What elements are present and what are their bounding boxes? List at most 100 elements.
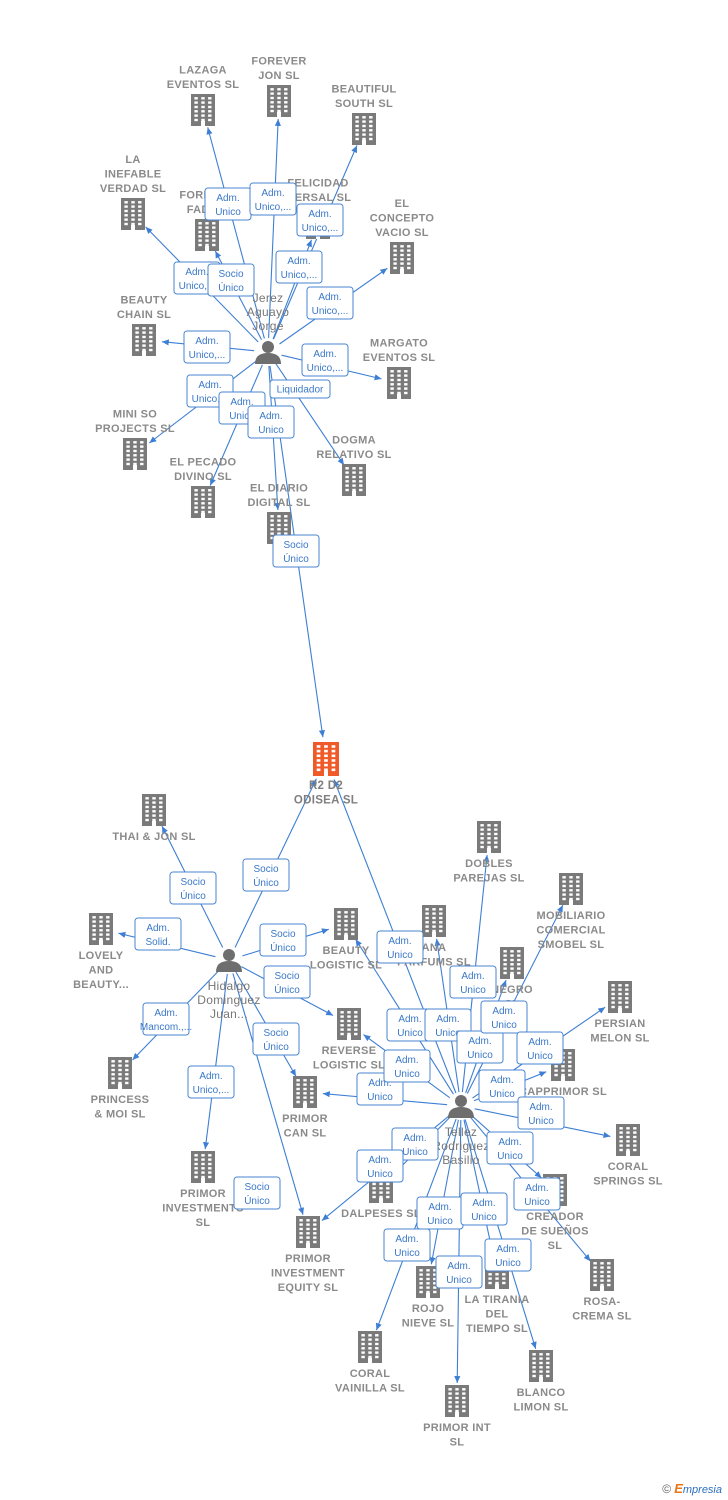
edge-jerez-to-beautiful_south xyxy=(272,145,358,340)
relation-label-text: Adm. xyxy=(436,1014,459,1025)
node-label-mobiliario: COMERCIAL xyxy=(536,925,605,937)
company-node-thai[interactable]: THAI & JON SL xyxy=(112,794,195,843)
relation-label-text: Unico,... xyxy=(193,1085,230,1096)
relation-label-text: Unico,... xyxy=(255,202,292,213)
relation-label-jerez-dogma[interactable]: Liquidador xyxy=(269,379,331,399)
company-node-lovely[interactable]: LOVELYANDBEAUTY... xyxy=(73,913,129,991)
node-label-primor_inv: PRIMOR xyxy=(180,1188,226,1200)
relation-label-jerez-felicidad[interactable]: Adm.Unico,... xyxy=(275,250,323,284)
relation-label-text: Adm. xyxy=(185,267,208,278)
relation-label-tellez-tirania[interactable]: Adm.Unico xyxy=(460,1192,508,1226)
node-label-concepto: VACIO SL xyxy=(375,227,429,239)
relation-label-tellez-rojo[interactable]: Adm.Unico xyxy=(416,1196,464,1230)
relation-label-jerez-concepto[interactable]: Adm.Unico,... xyxy=(306,286,354,320)
relation-label-tellez-rosa[interactable]: Adm.Unico xyxy=(513,1177,561,1211)
relation-label-text: Único xyxy=(283,552,309,565)
relation-label-tellez-dalpeses[interactable]: Adm.Unico xyxy=(391,1127,439,1161)
company-node-mobiliario[interactable]: MOBILIARIO COMERCIAL SMOBEL SL xyxy=(536,873,605,951)
relation-label-text: Unico xyxy=(528,1116,554,1127)
node-label-margato: MARGATO xyxy=(370,338,428,350)
relation-label-jerez-beauty_chain[interactable]: Adm.Unico,... xyxy=(183,330,231,364)
relation-label-jerez-beautiful_south[interactable]: Adm.Unico,... xyxy=(296,203,344,237)
node-label-mobiliario: SMOBEL SL xyxy=(538,939,605,951)
edge-tellez-to-blanco xyxy=(464,1119,537,1349)
node-label-hidalgo: Hidalgo xyxy=(208,979,251,993)
person-node-hidalgo[interactable]: HidalgoDominguezJuan... xyxy=(197,949,260,1021)
relation-label-hidalgo-princess[interactable]: Adm.Mancom.,... xyxy=(140,1002,192,1036)
building-icon xyxy=(267,85,291,117)
relation-label-tellez-capprimor[interactable]: Adm.Unico xyxy=(478,1069,526,1103)
node-label-forever_jon: FOREVER xyxy=(251,56,306,68)
node-label-tellez: Basilio xyxy=(442,1153,479,1167)
company-node-rosa[interactable]: ROSA-CREMA SL xyxy=(572,1259,631,1323)
relation-label-hidalgo-lovely[interactable]: Adm.Solid. xyxy=(134,917,182,951)
relation-label-tellez-primor_int[interactable]: Adm.Unico xyxy=(435,1255,483,1289)
relation-label-tellez-beauty_logistic[interactable]: Adm.Unico xyxy=(386,1008,434,1042)
relation-label-tellez-blanco[interactable]: Adm.Unico xyxy=(484,1238,532,1272)
node-label-mobiliario: MOBILIARIO xyxy=(537,910,606,922)
relation-label-tellez-coral_vainilla[interactable]: Adm.Unico xyxy=(383,1228,431,1262)
node-label-mini_so: MINI SO xyxy=(113,409,157,421)
relation-label-tellez-coral_springs[interactable]: Adm.Unico xyxy=(517,1096,565,1130)
relation-label-text: Unico xyxy=(394,1248,420,1259)
node-label-tirania: DEL xyxy=(486,1309,509,1321)
node-label-primor_eq: EQUITY SL xyxy=(278,1282,339,1294)
node-label-jerez: Aguayo xyxy=(247,305,290,319)
building-icon xyxy=(529,1350,553,1382)
relation-label-tellez-r2d2[interactable]: Adm.Unico xyxy=(376,930,424,964)
relation-label-jerez-diario[interactable]: Adm.Unico xyxy=(247,405,295,439)
node-label-diario: EL DIARIO xyxy=(250,483,308,495)
relation-label-jerez-margato[interactable]: Adm.Unico,... xyxy=(301,343,349,377)
relation-label-text: Unico xyxy=(467,1050,493,1061)
relation-label-tellez-mobiliario[interactable]: Adm.Unico xyxy=(480,1000,528,1034)
company-node-princess[interactable]: PRINCESS& MOI SL xyxy=(91,1057,150,1121)
relation-label-text: Adm. xyxy=(428,1202,451,1213)
relation-label-hidalgo-primor_inv[interactable]: Adm.Unico,... xyxy=(187,1065,235,1099)
relation-label-tellez-negro[interactable]: Adm.Unico xyxy=(456,1030,504,1064)
edge-tellez-to-primor_int xyxy=(454,1119,462,1384)
relation-label-text: Unico,... xyxy=(192,394,229,405)
relation-label-tellez-dobles[interactable]: Adm.Unico xyxy=(449,965,497,999)
relation-label-tellez-persian[interactable]: Adm.Unico xyxy=(516,1031,564,1065)
relation-label-text: Adm. xyxy=(318,292,341,303)
relation-label-jerez-forever_jon[interactable]: Adm.Unico,... xyxy=(249,182,297,216)
relation-label-text: Socio xyxy=(270,929,295,940)
relation-label-tellez-primor_can[interactable]: Adm.Unico xyxy=(383,1049,431,1083)
relation-label-jerez-lazaga[interactable]: Adm.Unico xyxy=(204,187,252,221)
node-label-negro: NEGRO xyxy=(491,984,533,996)
relation-label-tellez-primor_eq[interactable]: Adm.Unico xyxy=(356,1149,404,1183)
relation-label-tellez-creador[interactable]: Adm.Unico xyxy=(486,1131,534,1165)
